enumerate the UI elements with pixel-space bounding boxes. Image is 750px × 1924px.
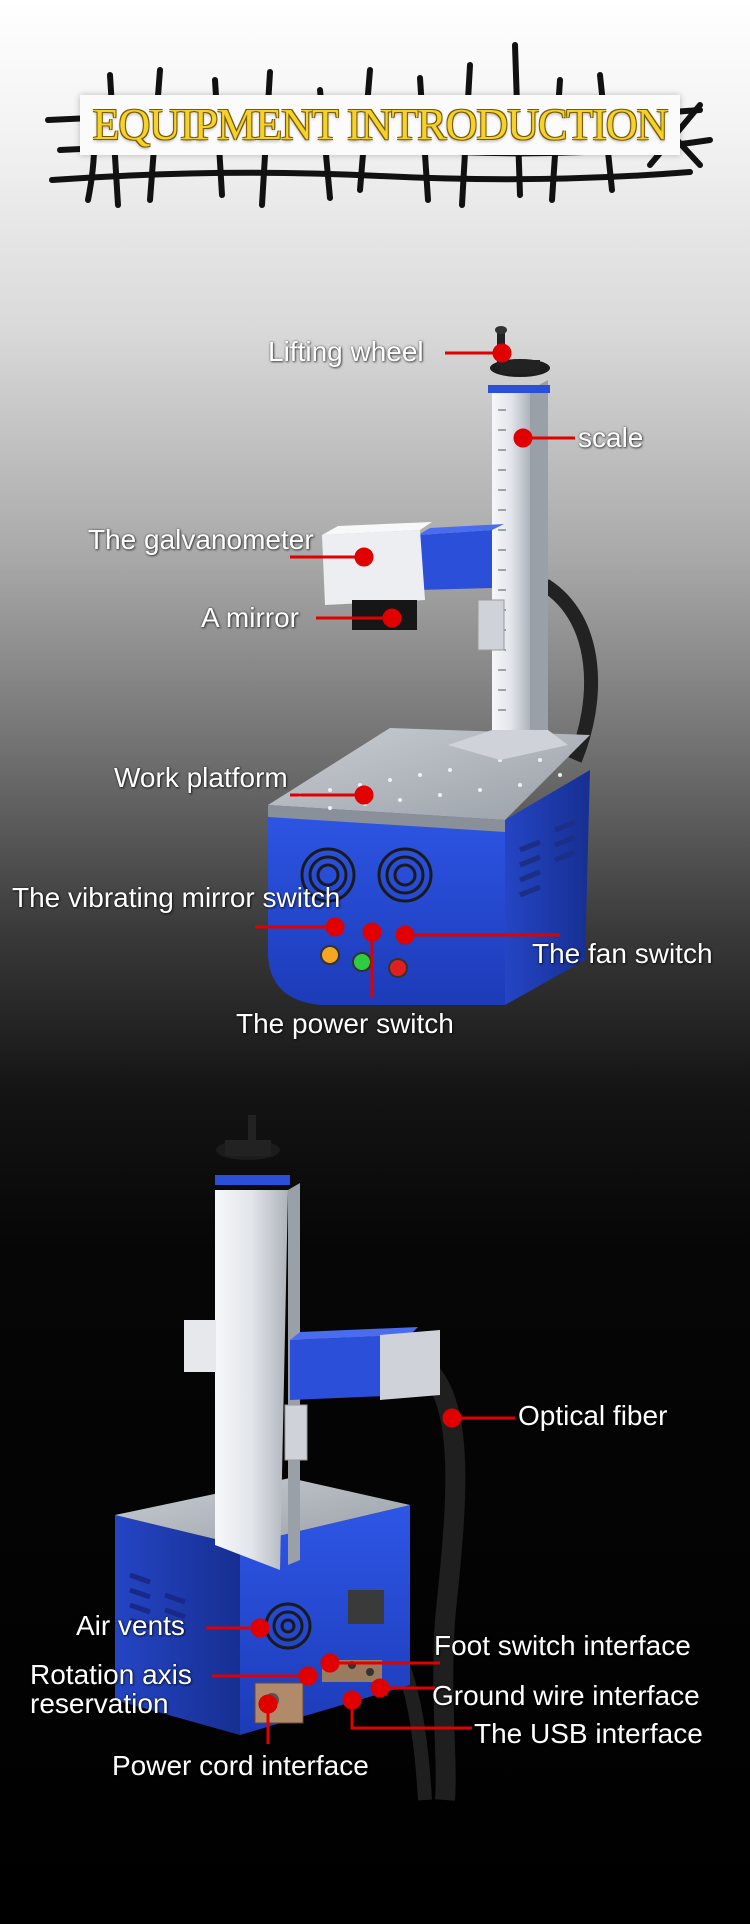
title-banner xyxy=(80,95,680,155)
label-power-cord-interface: Power cord interface xyxy=(112,1750,369,1781)
label-foot-switch-interface: Foot switch interface xyxy=(434,1630,691,1661)
page-title: EQUIPMENT INTRODUCTION xyxy=(92,100,669,149)
label-usb-interface: The USB interface xyxy=(474,1718,703,1749)
label-lifting-wheel: Lifting wheel xyxy=(268,336,424,367)
label-optical-fiber: Optical fiber xyxy=(518,1400,668,1431)
label-galvanometer: The galvanometer xyxy=(88,524,314,555)
label-mirror: A mirror xyxy=(201,602,299,633)
label-fan-switch: The fan switch xyxy=(532,938,713,969)
label-work-platform: Work platform xyxy=(114,762,288,793)
label-ground-wire-interface: Ground wire interface xyxy=(432,1680,700,1711)
label-vibrating-mirror-switch: The vibrating mirror switch xyxy=(12,882,341,913)
label-rotation-axis-line1: Rotation axis xyxy=(30,1659,192,1690)
label-scale: scale xyxy=(578,422,644,453)
front-callout-lines xyxy=(255,343,575,998)
label-air-vents: Air vents xyxy=(76,1610,185,1641)
label-rotation-axis-line2: reservation xyxy=(30,1688,169,1719)
label-power-switch: The power switch xyxy=(236,1008,454,1039)
